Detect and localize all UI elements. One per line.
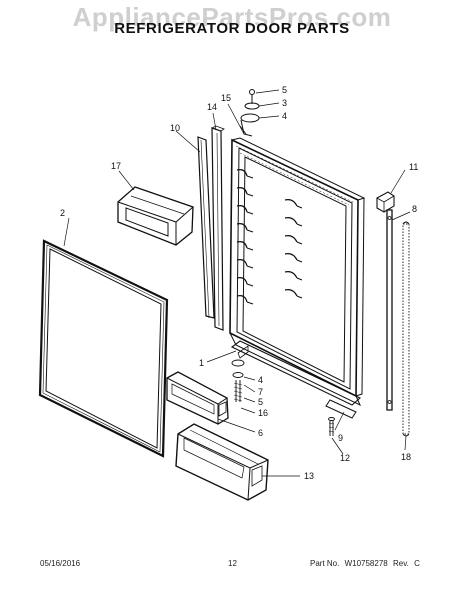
callout-labels: 2 10 14 15 17 5 3 4 11 8 1 4 7 5 16 6 9 … xyxy=(60,85,418,481)
footer-rev-prefix: Rev. xyxy=(392,559,409,568)
callout-4-top: 4 xyxy=(282,111,287,121)
callout-5-top: 5 xyxy=(282,85,287,95)
door-strip-10 xyxy=(197,136,215,319)
callout-17: 17 xyxy=(111,161,121,171)
watermark: AppliancePartsPros.com xyxy=(72,2,392,32)
callout-6: 6 xyxy=(258,428,263,438)
callout-5-bottom: 5 xyxy=(258,397,263,407)
callout-1: 1 xyxy=(199,358,204,368)
door-shelf-large xyxy=(175,423,269,501)
callout-4-bottom: 4 xyxy=(258,375,263,385)
callout-9: 9 xyxy=(338,433,343,443)
handle-insert xyxy=(402,221,410,437)
door-liner xyxy=(229,137,366,407)
footer-date: 05/16/2016 xyxy=(40,559,81,568)
dairy-bin xyxy=(117,186,194,246)
footer-rev: C xyxy=(414,559,420,568)
callout-13: 13 xyxy=(304,471,314,481)
door-shelf-small xyxy=(166,371,229,425)
callout-11: 11 xyxy=(409,162,418,172)
door-strip-14 xyxy=(211,125,225,331)
callout-15: 15 xyxy=(221,93,231,103)
callout-14: 14 xyxy=(207,102,217,112)
bottom-hinge-bracket xyxy=(230,340,361,436)
top-hinge-parts xyxy=(239,89,260,137)
callout-7: 7 xyxy=(258,387,263,397)
leader-lines xyxy=(63,89,411,477)
door-gasket xyxy=(38,239,169,458)
footer-part-number: W10758278 xyxy=(344,559,388,568)
callout-18: 18 xyxy=(401,452,411,462)
callout-10: 10 xyxy=(170,123,180,133)
callout-3: 3 xyxy=(282,98,287,108)
callout-8: 8 xyxy=(412,204,417,214)
footer-part-info: Part No. W10758278 Rev. C xyxy=(310,559,423,568)
callout-16: 16 xyxy=(258,408,268,418)
callout-2: 2 xyxy=(60,208,65,218)
page-title: REFRIGERATOR DOOR PARTS xyxy=(114,20,350,37)
footer-page-number: 12 xyxy=(228,559,237,568)
footer-part-prefix: Part No. xyxy=(310,559,340,568)
callout-12: 12 xyxy=(340,453,350,463)
handle-clip xyxy=(376,191,395,213)
handle-bar xyxy=(386,209,393,411)
